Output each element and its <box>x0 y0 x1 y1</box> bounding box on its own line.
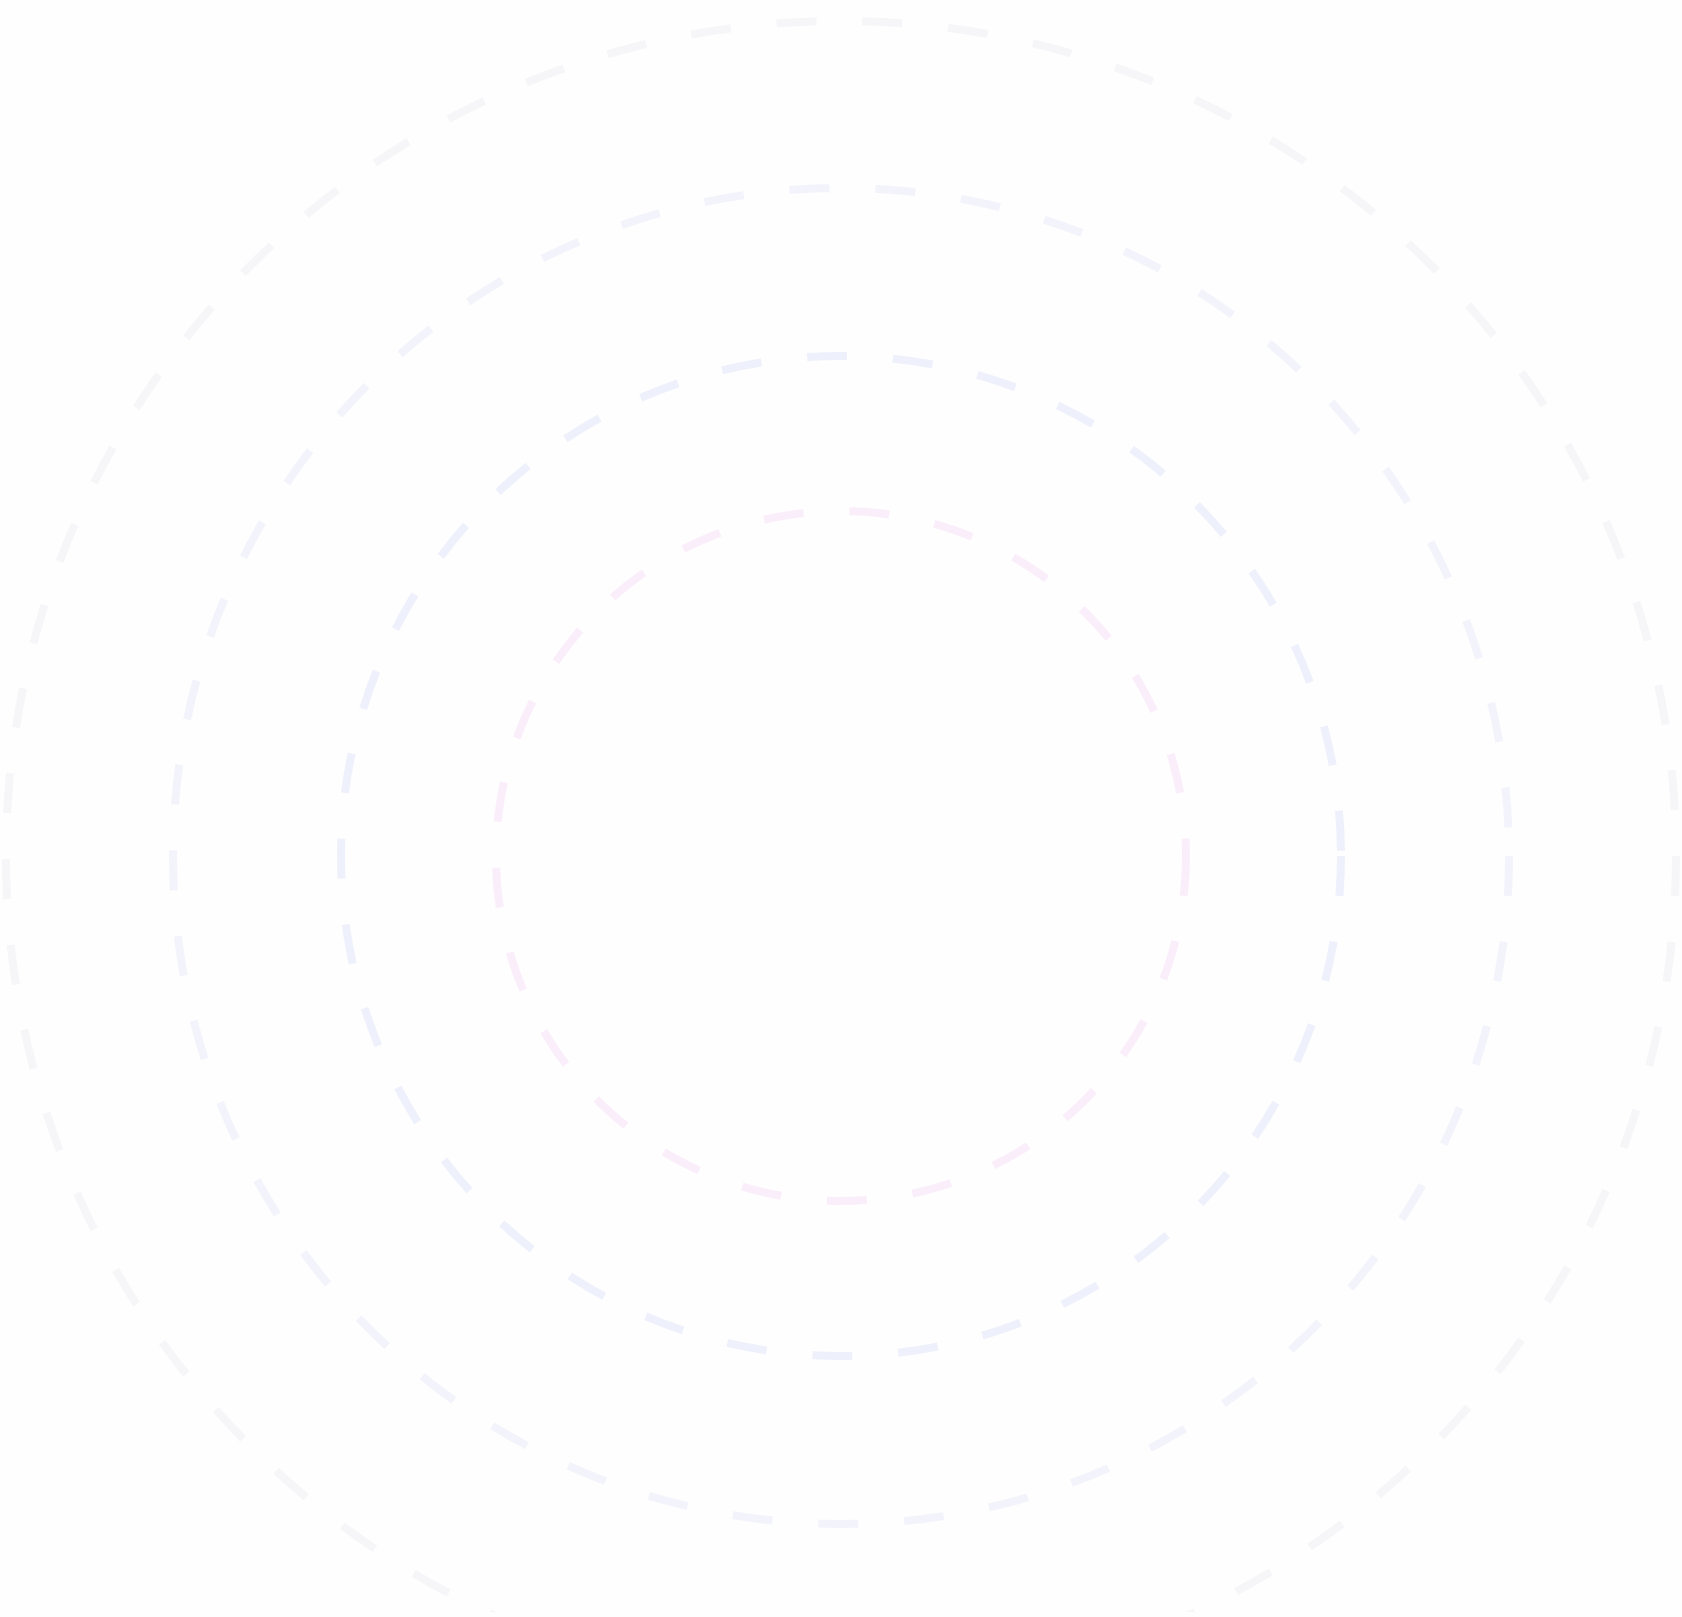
inner-ring <box>492 507 1190 1205</box>
third-ring <box>337 352 1345 1360</box>
outer-ring <box>2 17 1680 1617</box>
second-ring <box>169 184 1513 1528</box>
